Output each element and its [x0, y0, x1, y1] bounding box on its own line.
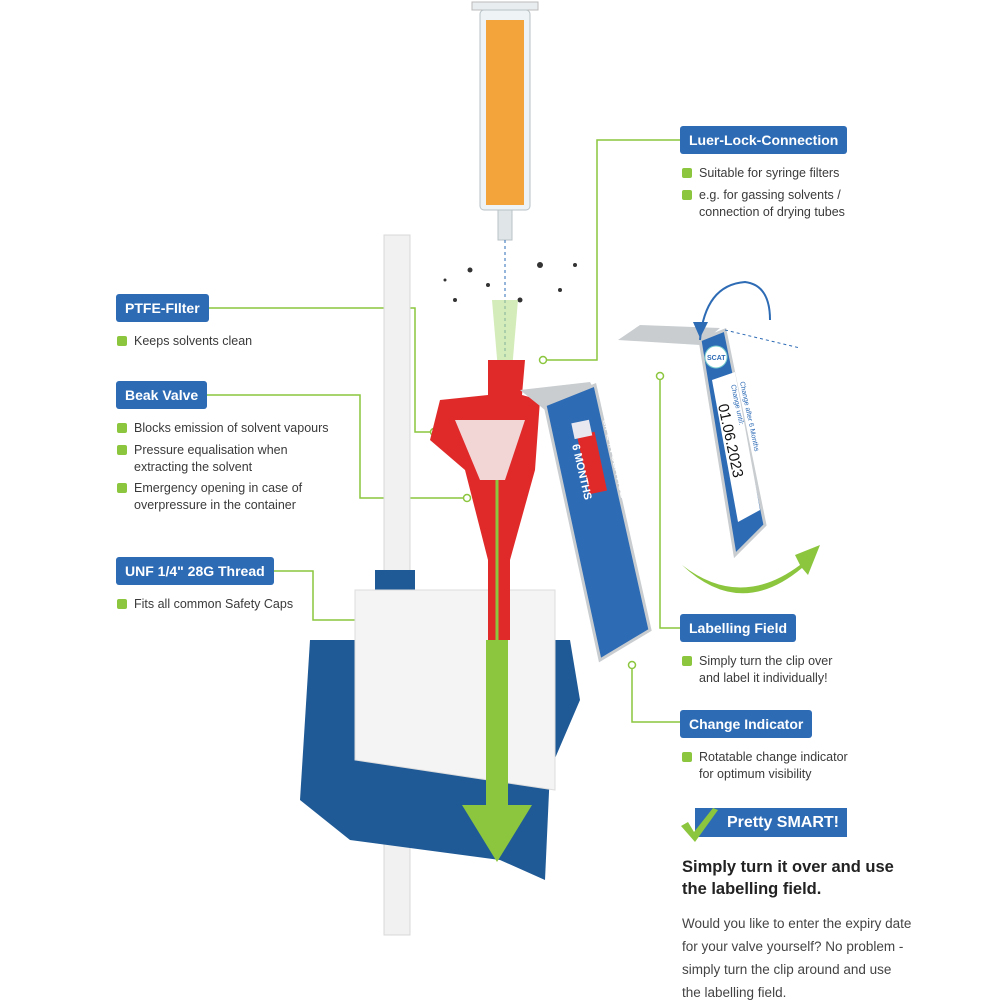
safety-cap — [300, 570, 580, 880]
beak-valve-tag: Beak Valve — [116, 381, 208, 409]
labelling-clip: SCAT Change after 6 Months Change until:… — [618, 325, 767, 559]
unf-bullet: Fits all common Safety Caps — [117, 596, 354, 613]
beak-valve — [430, 360, 540, 640]
ptfe-bullet: Keeps solvents clean — [117, 333, 354, 350]
change-bullet: Rotatable change indicator for optimum v… — [682, 749, 859, 783]
labelling-field-tag: Labelling Field — [680, 614, 797, 642]
beak-bullet: Emergency opening in case of overpressur… — [117, 480, 324, 514]
luer-bullet: e.g. for gassing solvents / connection o… — [682, 187, 879, 221]
luer-lock-tag: Luer-Lock-Connection — [680, 126, 848, 154]
rotate-arrow-icon — [699, 280, 771, 341]
luer-bullet: Suitable for syringe filters — [682, 165, 899, 182]
checkmark-icon — [681, 808, 718, 842]
clip-logo: SCAT — [707, 355, 726, 362]
ptfe-filter-tag: PTFE-FIlter — [116, 294, 209, 322]
smart-body: Would you like to enter the expiry date … — [682, 916, 912, 1000]
beak-bullet: Pressure equalisation when extracting th… — [117, 442, 309, 476]
pretty-smart-text: Pretty SMART! — [726, 814, 839, 831]
change-indicator-clip: 6 MONTHS LIFE IN SERVICE — [520, 382, 652, 663]
flow-arrow — [462, 640, 532, 862]
turn-arrow-icon — [682, 545, 820, 594]
particles — [443, 262, 577, 303]
smart-heading: Simply turn it over and use the labellin… — [682, 858, 894, 898]
unf-thread-tag: UNF 1/4" 28G Thread — [116, 557, 274, 585]
labelling-bullet: Simply turn the clip over and label it i… — [682, 653, 854, 687]
change-indicator-tag: Change Indicator — [680, 710, 813, 738]
beak-bullet: Blocks emission of solvent vapours — [117, 420, 354, 437]
syringe — [471, 1, 539, 360]
pretty-smart-banner: Pretty SMART! — [695, 808, 847, 837]
